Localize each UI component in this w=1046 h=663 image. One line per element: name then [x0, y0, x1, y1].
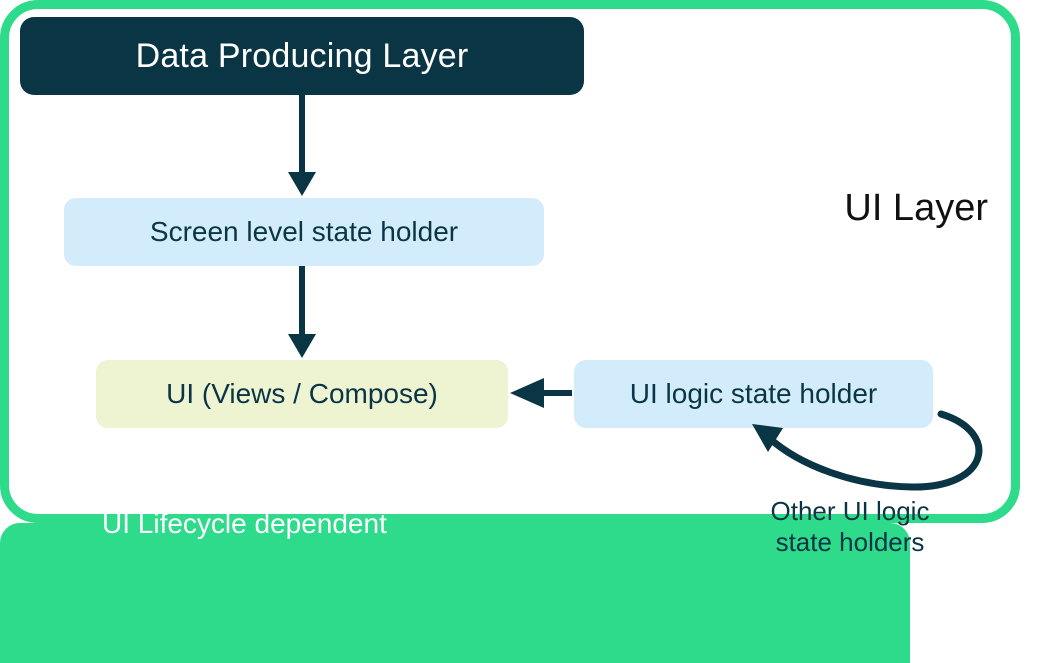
data-producing-layer-box: Data Producing Layer: [20, 17, 584, 95]
ui-logic-state-holder-label: UI logic state holder: [629, 378, 878, 409]
other-state-holders-line-1: Other UI logic: [770, 496, 930, 526]
ui-views-compose-label: UI (Views / Compose): [166, 378, 438, 409]
other-ui-logic-state-holders-caption: Other UI logic state holders: [740, 496, 960, 557]
data-producing-layer-label: Data Producing Layer: [135, 36, 469, 75]
ui-logic-state-holder-box: UI logic state holder: [574, 360, 933, 428]
ui-lifecycle-dependent-panel: [0, 523, 910, 663]
ui-layer-title: UI Layer: [844, 187, 988, 229]
screen-level-state-holder-box: Screen level state holder: [64, 198, 544, 266]
ui-lifecycle-dependent-label: UI Lifecycle dependent: [102, 508, 387, 539]
ui-views-compose-box: UI (Views / Compose): [96, 360, 508, 428]
other-state-holders-line-2: state holders: [775, 526, 925, 557]
screen-level-state-holder-label: Screen level state holder: [149, 216, 459, 247]
